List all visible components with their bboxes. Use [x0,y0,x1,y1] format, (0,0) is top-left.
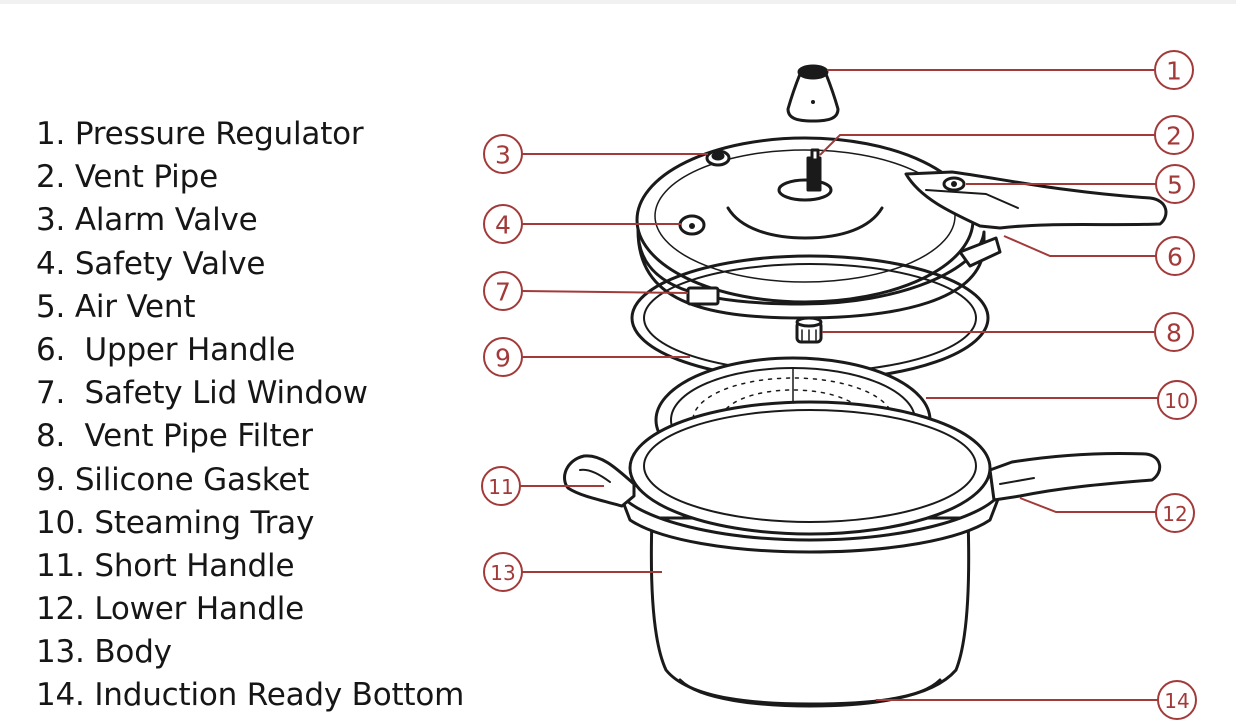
callout-2: 2 [1154,115,1194,155]
callout-4: 4 [483,204,523,244]
callout-14: 14 [1157,680,1197,720]
pot-body-illustration [563,400,1162,708]
callout-10: 10 [1157,380,1197,420]
legend-item-5: 5. Air Vent [36,288,196,325]
callout-5: 5 [1155,164,1195,204]
callout-1-number: 1 [1166,57,1182,86]
callout-11-number: 11 [488,475,513,499]
legend-item-2: 2. Vent Pipe [36,159,218,196]
callout-13-number: 13 [490,561,515,585]
callout-1: 1 [1154,50,1194,90]
legend-item-12: 12. Lower Handle [36,591,304,628]
legend-item-6: 6. Upper Handle [36,331,296,368]
callout-3: 3 [483,134,523,174]
lid-illustration [635,136,1168,320]
callout-9-number: 9 [495,344,511,373]
callout-3-number: 3 [495,141,511,170]
callout-12-number: 12 [1162,502,1187,526]
legend-item-4: 4. Safety Valve [36,245,266,282]
callout-4-number: 4 [495,211,511,240]
callout-5-number: 5 [1167,171,1183,200]
legend-item-14: 14. Induction Ready Bottom [36,677,465,714]
callout-leaders [520,69,1158,701]
callout-12: 12 [1155,493,1195,533]
legend-item-3: 3. Alarm Valve [36,202,258,239]
legend-item-7: 7. Safety Lid Window [36,375,368,412]
legend-item-13: 13. Body [36,634,172,671]
pressure-regulator-illustration [786,64,840,123]
callout-8: 8 [1154,312,1194,352]
callout-6: 6 [1155,236,1195,276]
callout-14-number: 14 [1164,689,1189,713]
callout-badges: 1 2 3 4 5 6 7 8 [481,50,1197,720]
legend-item-1: 1. Pressure Regulator [36,116,364,152]
leader-7 [521,290,689,294]
callout-8-number: 8 [1166,319,1182,348]
legend-item-11: 11. Short Handle [36,547,295,584]
callout-11: 11 [481,466,521,506]
leader-12 [1019,497,1156,513]
callout-13: 13 [483,552,523,592]
callout-7: 7 [483,271,523,311]
callout-6-number: 6 [1167,243,1183,272]
callout-7-number: 7 [495,278,511,307]
parts-legend: 1. Pressure Regulator 2. Vent Pipe 3. Al… [36,113,464,718]
top-divider [0,0,1236,4]
callout-10-number: 10 [1164,389,1189,413]
callout-2-number: 2 [1166,122,1182,151]
callout-9: 9 [483,337,523,377]
leader-6 [1003,235,1156,257]
legend-item-9: 9. Silicone Gasket [36,461,310,498]
legend-item-10: 10. Steaming Tray [36,504,315,541]
legend-item-8: 8. Vent Pipe Filter [36,418,313,455]
leader-2 [819,134,1155,156]
